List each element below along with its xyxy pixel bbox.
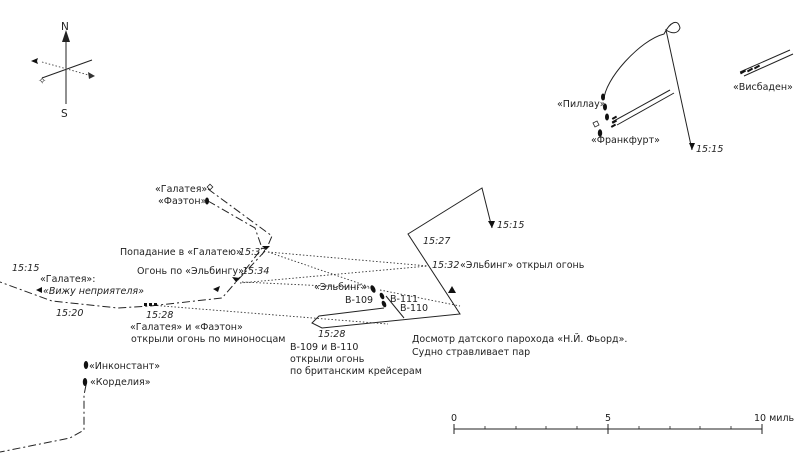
- scale-label-5: 5: [605, 413, 611, 424]
- label-b110: В-110: [400, 303, 428, 314]
- label-galatea-signal: «Галатея»:: [40, 274, 95, 285]
- time-1537: 15:37: [239, 247, 266, 258]
- label-b-opened-2: открыли огонь: [290, 354, 365, 365]
- label-inconstant: «Инконстант»: [89, 361, 160, 372]
- time-1534: 15:34: [242, 266, 269, 277]
- elbing-track: [311, 187, 495, 329]
- time-1528-b: 15:28: [318, 329, 345, 340]
- label-b109: В-109: [345, 295, 373, 306]
- british-tracks: [0, 183, 273, 453]
- ship-elbing-icon: [370, 285, 376, 293]
- compass-south-label: S: [61, 108, 68, 120]
- time-1520: 15:20: [56, 308, 83, 319]
- ship-wiesbaden-icon: [739, 64, 761, 75]
- time-1532: 15:32: [432, 260, 459, 271]
- label-elbing-opened-fire: «Эльбинг» открыл огонь: [460, 260, 585, 271]
- label-cordelia: «Корделия»: [90, 377, 151, 388]
- time-1515-german: 15:15: [696, 144, 723, 155]
- ship-phaeton-icon: [205, 197, 209, 205]
- label-fire-elbing: Огонь по «Эльбингу»: [137, 266, 244, 277]
- label-inspection-2: Судно стравливает пар: [412, 347, 530, 358]
- time-1527: 15:27: [423, 236, 450, 247]
- ship-pillau-icon: [601, 93, 605, 101]
- label-phaeton: «Фаэтон»: [158, 196, 207, 207]
- north-arrow-icon: [62, 30, 70, 42]
- time-1528-brit: 15:28: [146, 310, 173, 321]
- label-inspection-1: Досмотр датского парохода «Н.Й. Фьорд».: [412, 333, 627, 345]
- label-frankfurt: «Франкфурт»: [591, 135, 660, 146]
- ship-cordelia-icon: [82, 378, 88, 386]
- ship-inconstant-icon: [83, 361, 89, 369]
- label-hit-galatea: Попадание в «Галатею»: [120, 247, 242, 258]
- scale-label-0: 0: [451, 413, 457, 424]
- label-pillau: «Пиллау»: [557, 99, 606, 110]
- ship-marker-icon: [31, 58, 38, 64]
- label-b-opened-1: В-109 и В-110: [290, 342, 358, 353]
- label-galatea-phaeton-1: «Галатея» и «Фаэтон»: [130, 322, 243, 333]
- time-1515-elbing: 15:15: [497, 220, 524, 231]
- scale-label-10: 10 миль: [754, 413, 795, 424]
- compass-rose: ✧ N S: [31, 21, 95, 120]
- compass-north-label: N: [61, 21, 69, 33]
- label-wiesbaden: «Висбаден»: [733, 82, 793, 93]
- label-b111: В-111: [390, 294, 418, 305]
- german-tracks-top: [592, 21, 794, 151]
- fire-lines: [149, 251, 461, 325]
- label-galatea-top: «Галатея»: [155, 184, 207, 195]
- time-1515-brit: 15:15: [12, 263, 39, 274]
- label-elbing: «Эльбинг»: [314, 282, 367, 293]
- ship-frankfurt-icon: [597, 129, 603, 137]
- label-b-opened-3: по британским крейсерам: [290, 366, 422, 377]
- label-enemy-sighted: «Вижу неприятеля»: [43, 286, 144, 297]
- scale-bar: 0 5 10 миль: [451, 413, 795, 434]
- label-galatea-phaeton-2: открыли огонь по миноносцам: [131, 334, 285, 345]
- star-icon: ✧: [38, 76, 46, 87]
